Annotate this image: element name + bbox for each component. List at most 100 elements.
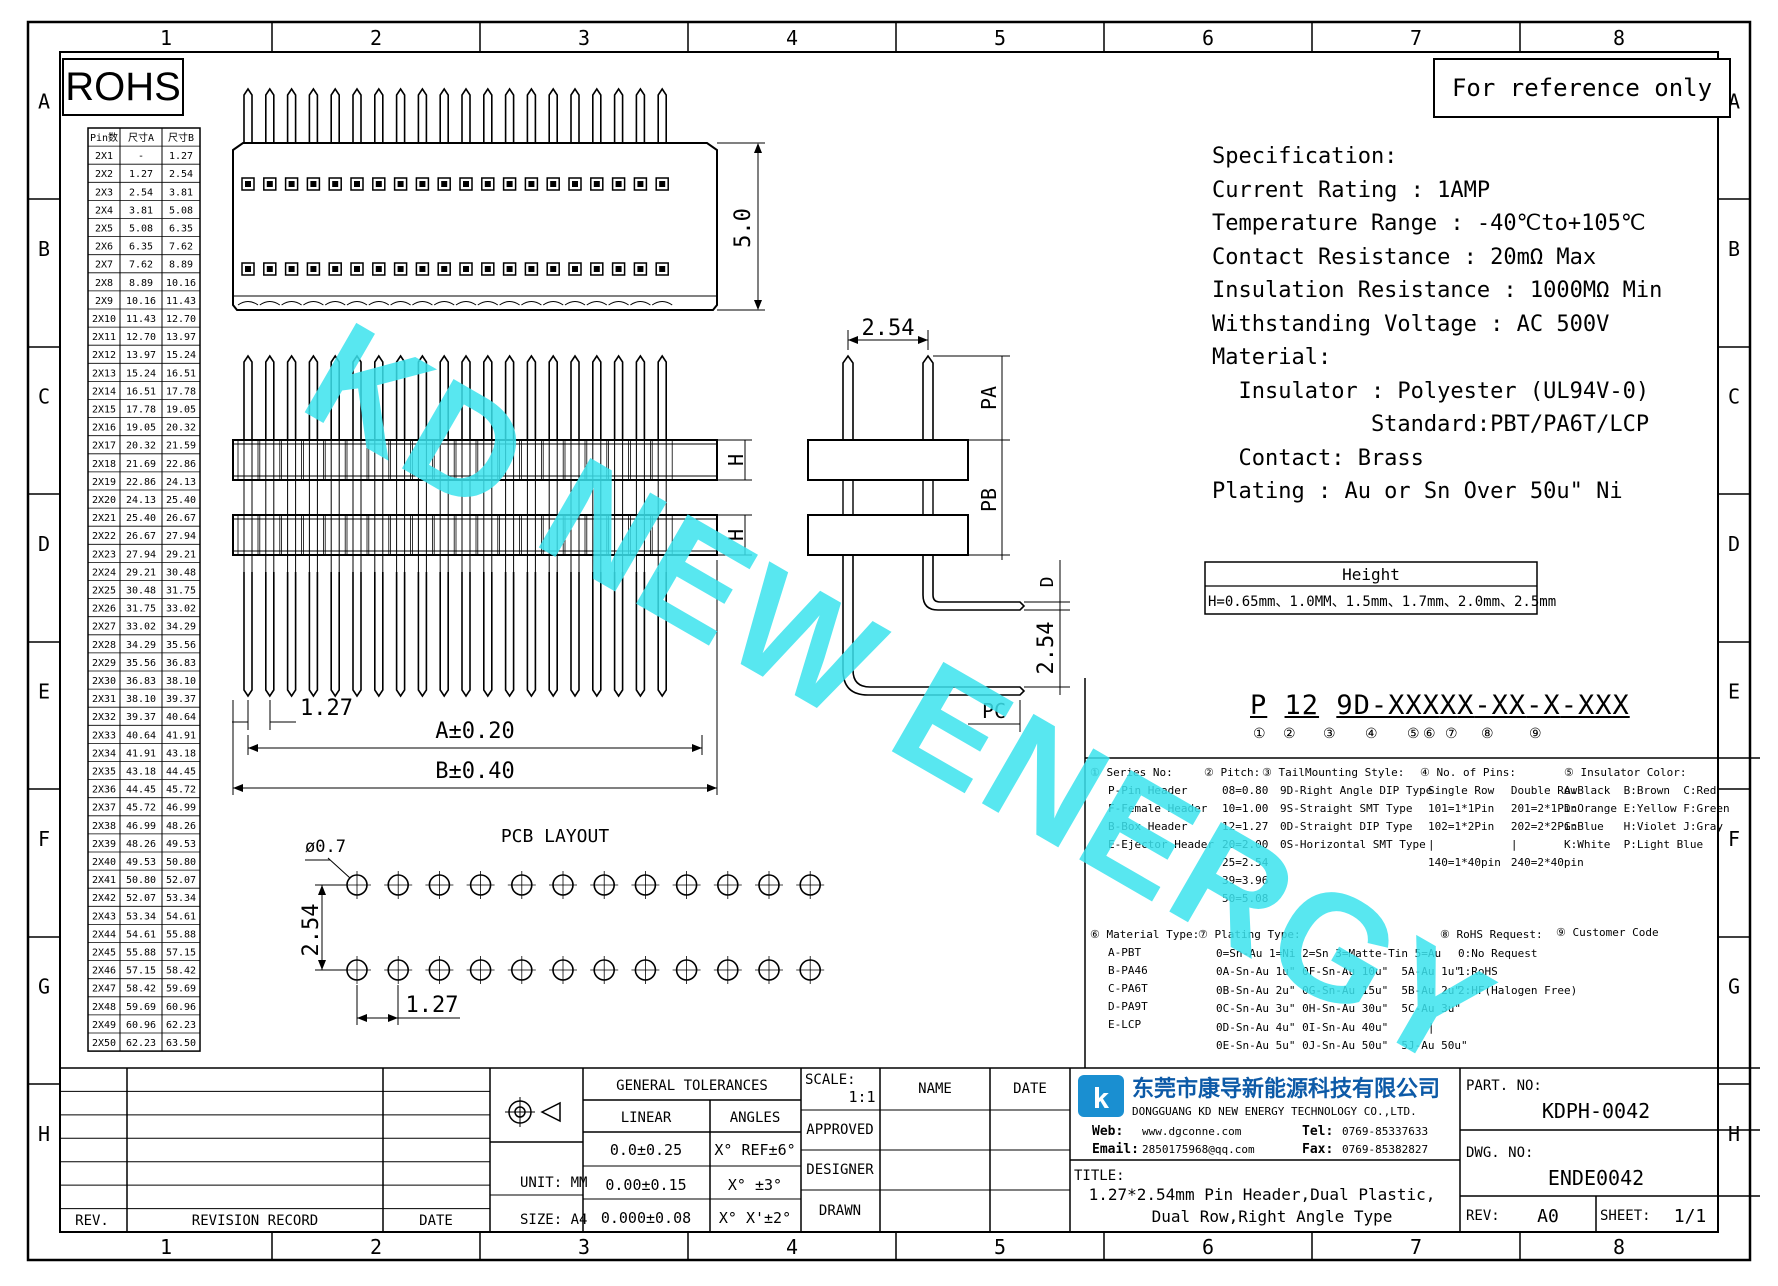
col-number: 7 (1410, 1235, 1422, 1259)
pin-table-cell: 39.37 (126, 712, 156, 723)
pin-table-cell: 31.75 (126, 604, 156, 615)
part-no-value: KDPH-0042 (1542, 1099, 1650, 1123)
pin-table-cell: 35.56 (166, 640, 196, 651)
spec-line: Temperature Range : -40℃to+105℃ (1212, 211, 1646, 236)
rohs-label: ROHS (65, 65, 181, 109)
pin-table-cell: 48.26 (126, 839, 156, 850)
spec-line: Standard:PBT/PA6T/LCP (1212, 412, 1650, 437)
pin-table-cell: 29.21 (126, 567, 156, 578)
date-header: DATE (1013, 1081, 1047, 1097)
height-value: H=0.65mm、1.0MM、1.5mm、1.7mm、2.0mm、2.5mm (1208, 594, 1557, 610)
code-seg: P (1250, 690, 1268, 721)
pin-table-cell: 6.35 (169, 224, 193, 235)
spec-line: Insulation Resistance : 1000MΩ Min (1212, 278, 1663, 303)
pin-table-cell: 60.96 (126, 1020, 156, 1031)
pin-table-cell: 2X29 (92, 658, 116, 669)
circle-num: ② (1283, 726, 1296, 742)
pin-table-cell: 2X1 (95, 151, 113, 162)
legend-item: G:Blue H:Violet J:Gray (1564, 820, 1723, 833)
row-letter: D (1728, 532, 1740, 556)
dim-h: H (724, 454, 748, 466)
legend-item: 201=2*1Pin (1510, 802, 1578, 815)
pin-table-cell: 59.69 (166, 984, 196, 995)
pin-table-cell: 2X50 (92, 1038, 116, 1049)
code-seg: X (1439, 690, 1458, 721)
pin-table-cell: 2X7 (95, 260, 113, 271)
pin-table-cell: 33.02 (166, 604, 196, 615)
pin-table-cell: 2X10 (92, 314, 116, 325)
legend-item: 0S-Horizontal SMT Type (1280, 838, 1426, 851)
sheet-value: 1/1 (1674, 1206, 1707, 1227)
designer-label: DESIGNER (806, 1162, 874, 1178)
legend-series: ① Series No: P-Pin Header F-Female Heade… (1090, 764, 1214, 854)
pin-table-cell: 44.45 (126, 785, 156, 796)
pin-table-cell: 2X35 (92, 767, 116, 778)
pin-table-cell: 33.02 (126, 622, 156, 633)
row-letter: D (38, 532, 50, 556)
legend-item: 9D-Right Angle DIP Type (1280, 784, 1433, 797)
pin-table-cell: 48.26 (166, 821, 196, 832)
pin-table-cell: 2X47 (92, 984, 116, 995)
pin-table-cell: 49.53 (166, 839, 196, 850)
pin-table-cell: 2X14 (92, 386, 116, 397)
pin-table-cell: 41.91 (166, 730, 196, 741)
pin-table-cell: 2X48 (92, 1002, 116, 1013)
pin-table-cell: 58.42 (166, 966, 196, 977)
pin-table-cell: 2X42 (92, 893, 116, 904)
dim-1.27: 1.27 (300, 696, 353, 721)
legend-item: | (1510, 838, 1518, 851)
legend-colors: ⑤ Insulator Color: A:Black B:Brown C:Red… (1564, 764, 1730, 854)
rev-header: REV. (75, 1213, 109, 1229)
pin-table-cell: 50.80 (166, 857, 196, 868)
pin-table-cell: 8.89 (129, 278, 153, 289)
legend-item: 9S-Straight SMT Type (1280, 802, 1413, 815)
pin-table-cell: 24.13 (166, 477, 196, 488)
code-seg: -XXX (1560, 690, 1630, 721)
rev-value: A0 (1537, 1206, 1559, 1227)
dim-b: B±0.40 (435, 759, 514, 784)
spec-line: Plating : Au or Sn Over 50u" Ni (1212, 479, 1623, 504)
pin-table-cell: 10.16 (166, 278, 196, 289)
dim-pcb-1.27: 1.27 (406, 993, 459, 1018)
pin-table-cell: 16.51 (166, 368, 196, 379)
part-no-label: PART. NO: (1466, 1078, 1542, 1094)
dim-pc: PC (982, 699, 1006, 723)
legend-item: C-PA6T (1108, 982, 1148, 995)
legend-customer: ⑨ Customer Code (1556, 926, 1659, 939)
pin-table-cell: 2.54 (129, 187, 153, 198)
pin-table-cell: 50.80 (126, 875, 156, 886)
pin-table-cell: 2X6 (95, 242, 113, 253)
spec-title: Specification: (1212, 144, 1398, 169)
pin-table-cell: 59.69 (126, 1002, 156, 1013)
web-label: Web: (1092, 1124, 1123, 1139)
linear-header: LINEAR (621, 1110, 672, 1126)
legend-item: 0C-Sn-Au 3u" 0H-Sn-Au 30u" 5C-Au 3u" (1216, 1002, 1462, 1015)
pin-table-cell: 2X31 (92, 694, 116, 705)
dim-5.0: 5.0 (731, 208, 756, 248)
angle-tol: X° ±3° (728, 1176, 782, 1194)
legend-item: 39=3.96 (1222, 874, 1269, 887)
legend-item: B-PA46 (1108, 964, 1148, 977)
pin-table-header: Pin数 (90, 131, 118, 144)
drawn-label: DRAWN (819, 1203, 861, 1219)
pin-table-cell: 2X12 (92, 350, 116, 361)
legend-item: 08=0.80 (1222, 784, 1269, 797)
col-number: 6 (1202, 1235, 1214, 1259)
pin-table-cell: 46.99 (166, 803, 196, 814)
pin-table-cell: 53.34 (126, 911, 156, 922)
row-letter: E (38, 680, 50, 704)
row-letter: A (38, 90, 50, 114)
pin-table-cell: 17.78 (126, 405, 156, 416)
pin-table-cell: 40.64 (166, 712, 196, 723)
pin-table-cell: 2X34 (92, 748, 116, 759)
spec-line: Withstanding Voltage : AC 500V (1212, 311, 1610, 337)
pin-table-cell: 35.56 (126, 658, 156, 669)
legend-pins: ④ No. of Pins: Single Row 101=1*1Pin 102… (1420, 764, 1584, 872)
legend-item: D:Orange E:Yellow F:Green (1564, 802, 1730, 815)
pin-table-cell: 46.99 (126, 821, 156, 832)
pin-table-cell: 39.37 (166, 694, 196, 705)
pin-table-cell: 38.10 (126, 694, 156, 705)
legend-item: 0D-Straight DIP Type (1280, 820, 1413, 833)
legend-item: A:Black B:Brown C:Red (1564, 784, 1717, 797)
